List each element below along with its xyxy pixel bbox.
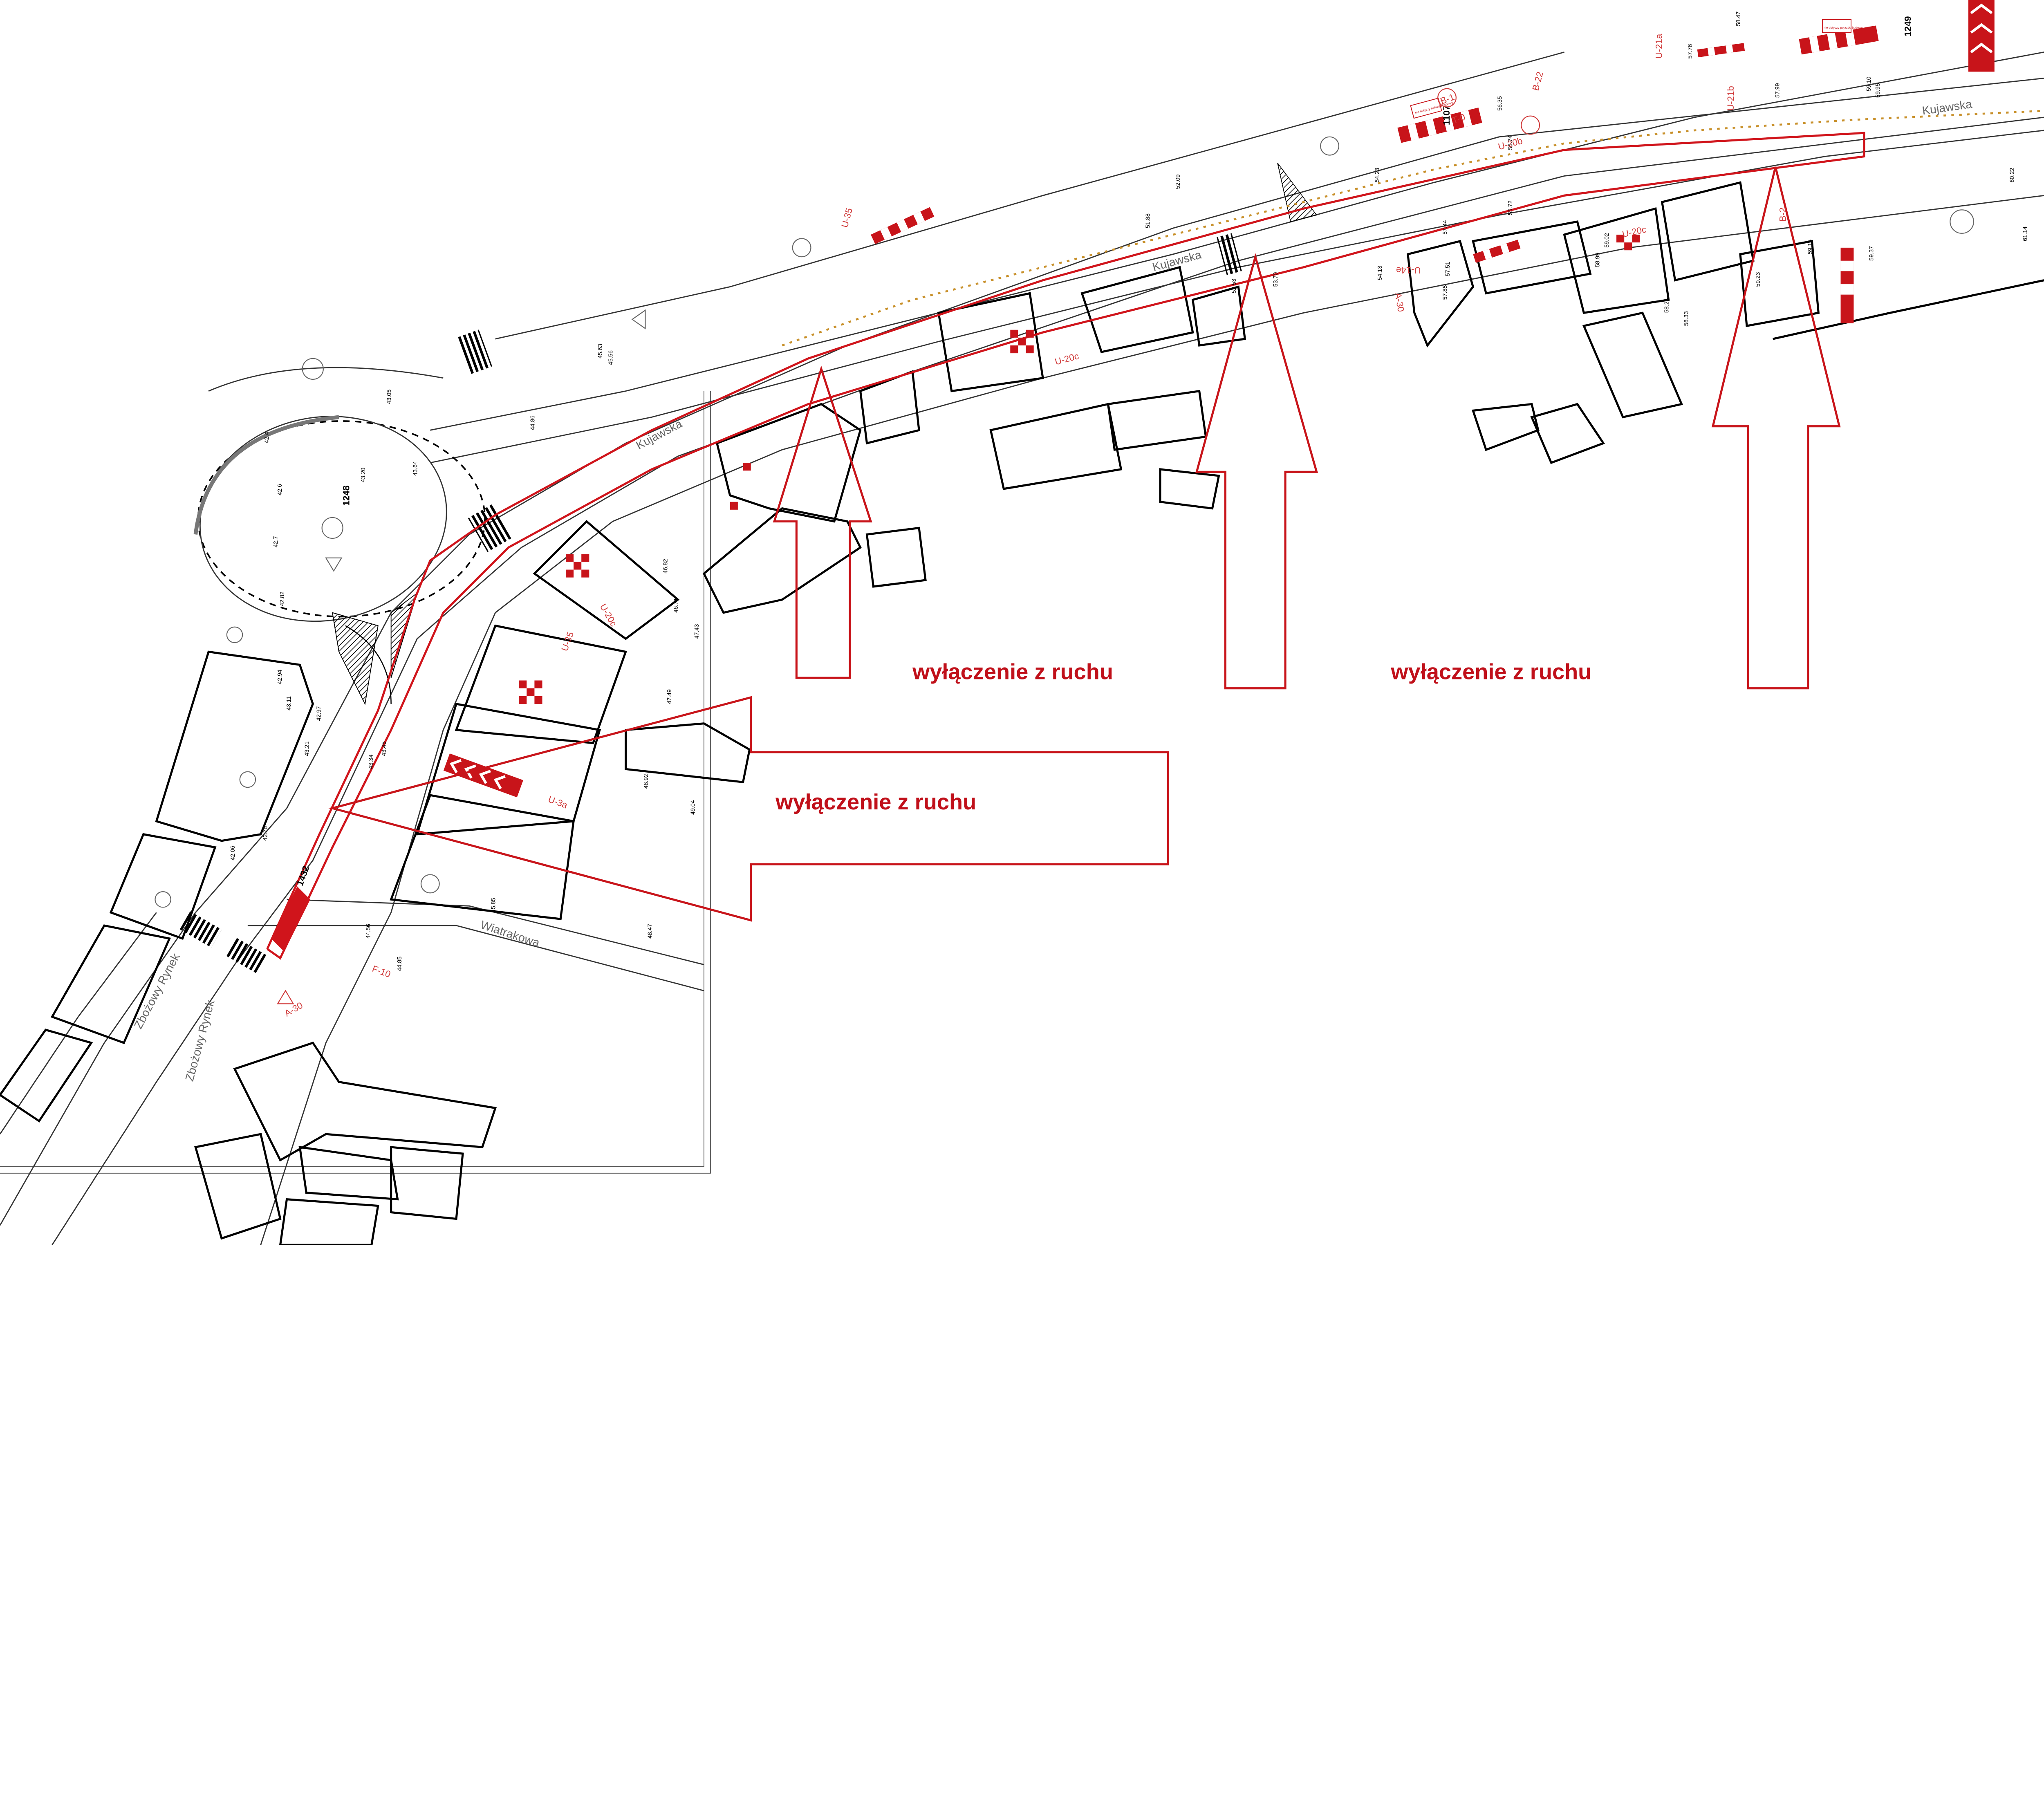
map-label: 59.95 xyxy=(1875,83,1881,98)
map-label: 43.11 xyxy=(286,696,292,710)
node-number: 1107 xyxy=(1441,105,1452,125)
map-label: 54.13 xyxy=(1377,266,1383,280)
map-label: 57.85 xyxy=(1442,285,1449,300)
map-label: 45.56 xyxy=(608,350,614,365)
map-label: 43.21 xyxy=(304,742,311,756)
sign-code: U-21a xyxy=(1654,34,1664,58)
map-label: 55.72 xyxy=(1507,200,1514,215)
map-label: 43.45 xyxy=(381,742,388,756)
map-label: 42.78 xyxy=(262,826,269,841)
map-label: 53.70 xyxy=(1273,272,1279,287)
map-label: 59.23 xyxy=(1755,272,1762,287)
map-label: 49.04 xyxy=(690,800,697,815)
map-label: 42.97 xyxy=(316,706,322,721)
map-label: 42.7 xyxy=(273,536,279,547)
map-label: 48.92 xyxy=(643,774,650,789)
sign-code: U-14e xyxy=(1396,265,1421,276)
map-label: 59.37 xyxy=(1868,246,1875,261)
node-number: 1249 xyxy=(1903,16,1913,37)
map-label: 46.82 xyxy=(663,559,669,574)
map-label: 43.20 xyxy=(360,468,367,482)
background xyxy=(0,0,2044,1245)
callout-label-middle: wyłączenie z ruchu xyxy=(775,790,976,814)
map-label: 58.99 xyxy=(1595,253,1601,267)
map-label: 57.76 xyxy=(1687,44,1694,59)
map-label: 42.6 xyxy=(277,484,283,495)
map-label: 44.56 xyxy=(365,924,372,939)
map-label: 48.47 xyxy=(647,924,653,939)
detour-route xyxy=(782,110,2044,347)
sign-code: B-2 xyxy=(1778,207,1788,222)
exemption-note: nie dotyczy pojazdu budowy xyxy=(1824,26,1863,29)
map-label: 45.85 xyxy=(491,898,497,912)
map-label: 44.85 xyxy=(397,957,403,971)
map-label: 43.34 xyxy=(368,754,374,769)
exemption-boxes: nie dotyczy pojazdu budowy nie dotyczy p… xyxy=(1410,19,1863,119)
map-label: 42.82 xyxy=(279,592,286,606)
map-label: 45.63 xyxy=(597,344,604,359)
map-label: 43.64 xyxy=(412,461,419,476)
elevation-points: 42.4 42.6 42.7 42.82 43.20 43.05 43.64 4… xyxy=(230,11,2029,971)
map-label: 54.23 xyxy=(1374,168,1381,183)
map-label: 59.02 xyxy=(1604,233,1610,248)
map-label: 59.10 xyxy=(1866,76,1872,91)
map-label: 57.44 xyxy=(1442,220,1449,235)
callout-arrow-top-left xyxy=(773,365,872,679)
sheet-border xyxy=(0,391,704,1167)
map-label: 58.33 xyxy=(1683,311,1690,326)
map-label: 51.88 xyxy=(1145,213,1151,228)
map-label: 59.15 xyxy=(1807,240,1813,254)
map-label: 42.06 xyxy=(230,846,236,861)
node-number: 1248 xyxy=(341,486,352,506)
map-label: 44.86 xyxy=(529,415,536,430)
callout-arrow-top-right xyxy=(1711,166,1841,690)
callout-arrow-top-middle xyxy=(1195,253,1318,690)
map-label: 42.94 xyxy=(277,670,283,684)
callout-label-top-right: wyłączenie z ruchu xyxy=(1390,659,1591,684)
map-label: 58.47 xyxy=(1735,11,1742,26)
callout-arrow-left xyxy=(328,696,1169,922)
work-zone-outline xyxy=(266,132,1865,960)
map-label: 43.05 xyxy=(386,390,393,404)
map-label: 46.71 xyxy=(673,598,679,613)
map-label: 52.09 xyxy=(1175,174,1181,189)
sheet-border-outer xyxy=(0,391,711,1174)
map-label: 47.49 xyxy=(666,689,673,704)
road-sign-icons xyxy=(155,88,1974,1004)
map-label: 52.53 xyxy=(1231,279,1237,294)
map-label: 57.99 xyxy=(1775,83,1781,98)
work-zone-fill xyxy=(271,886,310,952)
road-kujawska xyxy=(0,52,2044,1245)
callout-label-top-left: wyłączenie z ruchu xyxy=(912,659,1113,684)
map-label: 58.24 xyxy=(1664,298,1670,313)
map-label: 56.35 xyxy=(1497,96,1503,111)
map-label: 60.22 xyxy=(2009,168,2016,183)
sign-code: U-21b xyxy=(1726,86,1736,111)
map-label: 61.14 xyxy=(2022,226,2029,241)
barriers xyxy=(443,0,1995,798)
map-label: 57.51 xyxy=(1445,262,1451,276)
map-label: 42.4 xyxy=(264,432,270,443)
traffic-plan-map: wyłączenie z ruchu wyłączenie z ruchu wy… xyxy=(0,0,2044,1245)
buildings xyxy=(0,181,2044,1245)
map-label: 47.43 xyxy=(694,624,700,639)
map-label: 55.74 xyxy=(1507,135,1514,150)
